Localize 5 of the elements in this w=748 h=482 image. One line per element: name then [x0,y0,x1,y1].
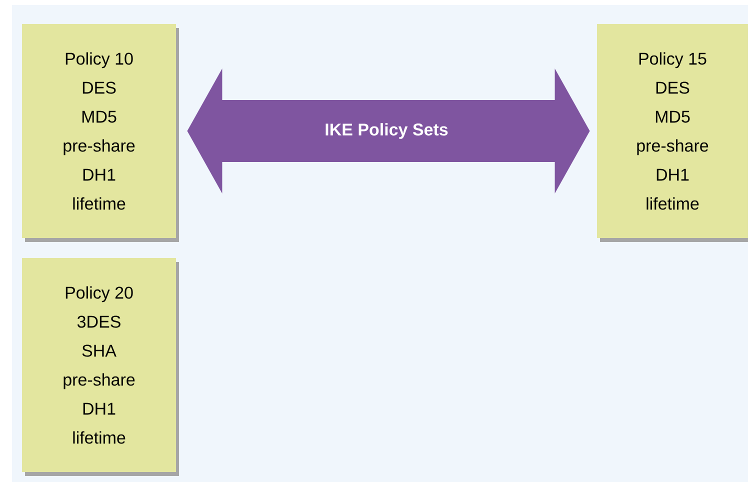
policy-box: Policy 20 3DES SHA pre-share DH1 lifetime [22,258,179,476]
double-arrow [187,68,590,194]
policy-box: Policy 10 DES MD5 pre-share DH1 lifetime [22,24,179,242]
edge-label: IKE Policy Sets [326,123,448,139]
policy-box: Policy 15 DES MD5 pre-share DH1 lifetime [597,24,748,242]
